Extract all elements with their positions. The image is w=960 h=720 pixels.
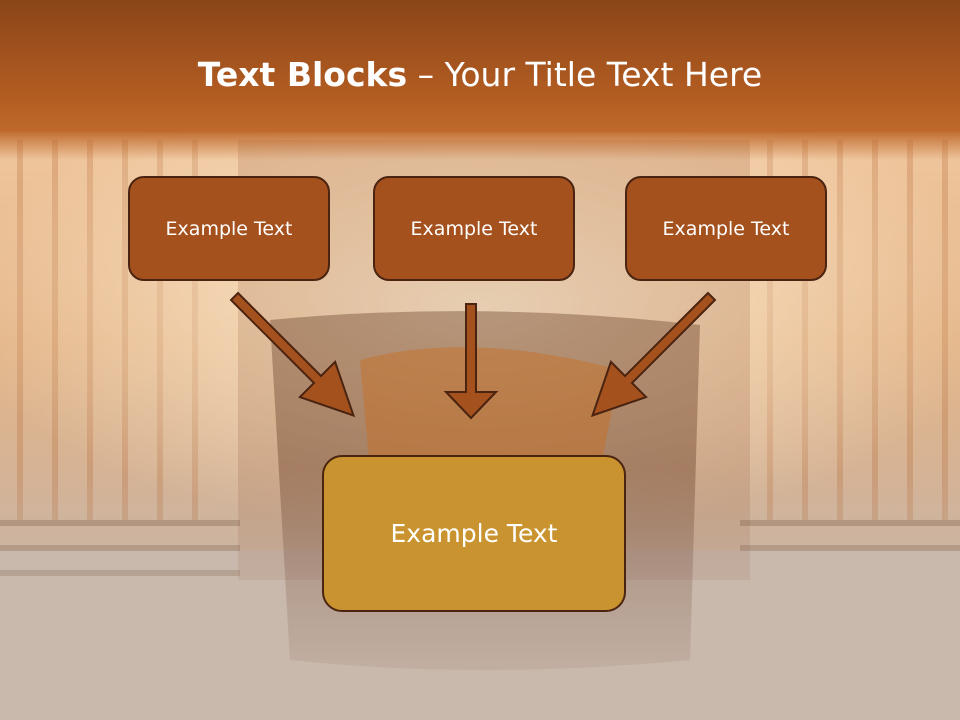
text-block-2[interactable]: Example Text [373, 176, 575, 281]
title-bold: Text Blocks [197, 55, 408, 94]
slide-title: Text Blocks – Your Title Text Here [0, 52, 960, 98]
text-block-main-label: Example Text [390, 519, 558, 548]
text-block-3-label: Example Text [662, 217, 790, 240]
arrow-middle [443, 303, 499, 420]
title-rest: – Your Title Text Here [407, 55, 763, 94]
text-block-1-label: Example Text [165, 217, 293, 240]
text-block-2-label: Example Text [410, 217, 538, 240]
text-block-1[interactable]: Example Text [128, 176, 330, 281]
text-block-3[interactable]: Example Text [625, 176, 827, 281]
arrow-right [590, 291, 717, 418]
arrow-left [229, 291, 356, 418]
text-block-main[interactable]: Example Text [322, 455, 626, 612]
